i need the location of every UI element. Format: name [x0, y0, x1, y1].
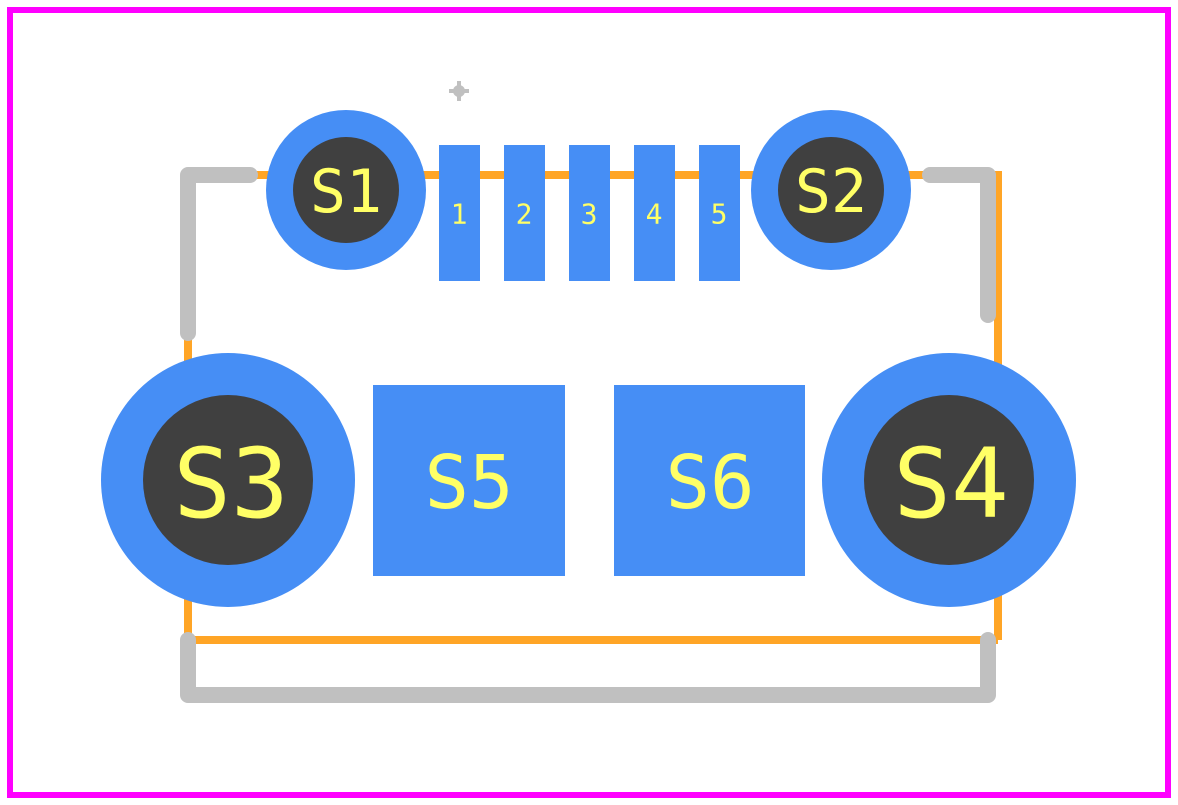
pin-5-label: 5 [711, 198, 728, 231]
shield-pad-s2: S2 [751, 110, 911, 270]
s5-pad [373, 385, 565, 576]
s5-label: S5 [424, 440, 513, 526]
smd-pad-s5: S5 [373, 385, 565, 576]
pin-1-pad [439, 145, 480, 281]
pin-3-label: 3 [581, 198, 598, 231]
shield-pad-s4: S4 [822, 353, 1076, 607]
pin-5-pad [699, 145, 740, 281]
s3-drill [143, 395, 313, 565]
pin-2-pad [504, 145, 545, 281]
s4-drill [864, 395, 1034, 565]
pin-3-pad [569, 145, 610, 281]
shield-pad-s3: S3 [101, 353, 355, 607]
s3-label: S3 [173, 428, 289, 540]
s1-label: S1 [310, 157, 382, 227]
pin-4-label: 4 [646, 198, 663, 231]
shield-pad-s1: S1 [266, 110, 426, 270]
signal-pins: 1 2 3 4 5 [439, 145, 740, 281]
pin-4-pad [634, 145, 675, 281]
smd-pad-s6: S6 [614, 385, 805, 576]
silkscreen-top-left [180, 167, 258, 341]
silkscreen-outline [180, 167, 996, 703]
pin-1-label: 1 [451, 198, 468, 231]
s1-drill [293, 137, 399, 243]
silkscreen-top-right [922, 167, 996, 323]
courtyard-outline [7, 7, 1171, 798]
silkscreen-bottom [180, 632, 996, 703]
s4-label: S4 [893, 428, 1009, 540]
s6-pad [614, 385, 805, 576]
s2-label: S2 [795, 157, 867, 227]
pin-2-label: 2 [516, 198, 533, 231]
origin-marker-icon [449, 81, 469, 101]
s2-drill [778, 137, 884, 243]
s6-label: S6 [665, 440, 754, 526]
